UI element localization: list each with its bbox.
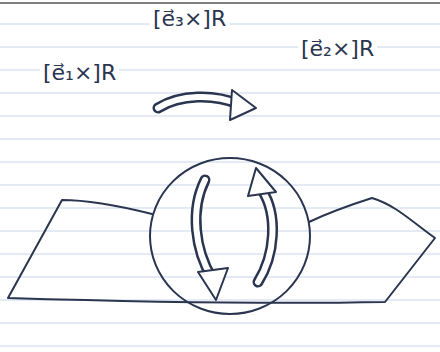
rotation-label: [e⃗₃×]R: [150, 6, 229, 32]
rotation-label: [e⃗₁×]R: [40, 60, 119, 86]
rotation-label: [e⃗₂×]R: [298, 36, 377, 62]
plane: [8, 198, 435, 303]
down-rotation-arrow: [196, 180, 228, 300]
up-rotation-arrow: [248, 168, 276, 282]
sphere: [150, 158, 310, 314]
top-rotation-arrow: [158, 90, 256, 120]
ruled-lines: [0, 3, 440, 346]
